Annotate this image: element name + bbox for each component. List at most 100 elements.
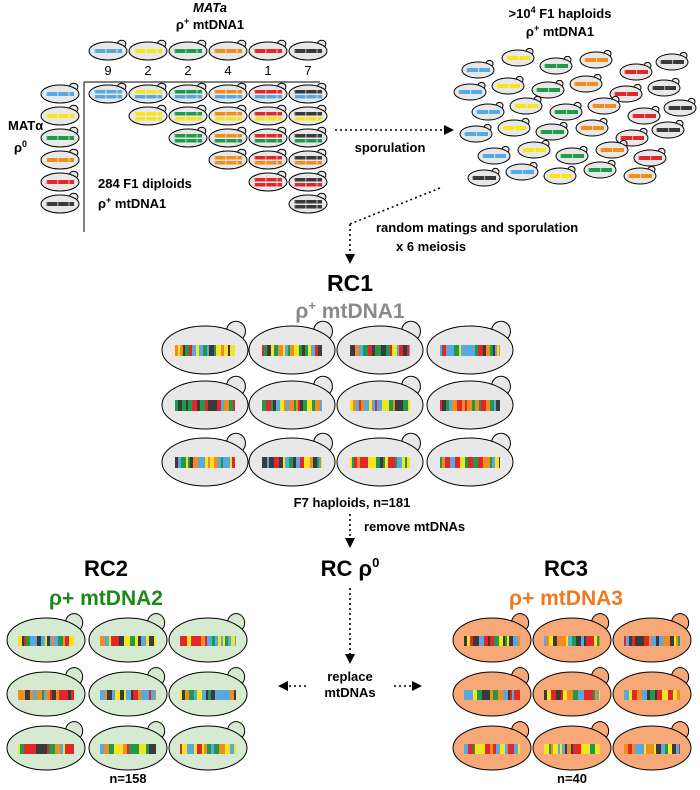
f1-haploid-cell — [491, 75, 525, 95]
f1-haploid-cell — [543, 165, 577, 185]
f1-haploid-cell — [587, 95, 621, 115]
haploids-genotype: ρ+ mtDNA1 — [526, 23, 594, 39]
rc3-cell — [452, 613, 532, 663]
diploid-cell — [168, 82, 208, 104]
f1-haploid-cell — [619, 61, 653, 81]
f1-haploid-cell — [477, 145, 511, 165]
diploid-cell — [88, 82, 128, 104]
diploids-label: 284 F1 diploids — [98, 176, 192, 191]
column-count: 9 — [104, 63, 111, 78]
f1-haploid-cell — [555, 145, 589, 165]
rc3-cell — [612, 667, 692, 717]
diploid-cell — [208, 82, 248, 104]
rc1-cell — [336, 432, 424, 487]
rc1-cell — [161, 432, 249, 487]
rc1-caption: F7 haploids, n=181 — [294, 495, 411, 510]
rc1-cell — [161, 375, 249, 430]
matalpha-cell-yellow — [40, 104, 80, 126]
diploid-cell — [248, 104, 288, 126]
f1-haploid-cell — [505, 161, 539, 181]
rc2-cell — [168, 667, 248, 717]
rc3-cell — [612, 613, 692, 663]
rc1-cell — [248, 320, 336, 375]
column-count: 7 — [304, 63, 311, 78]
rc3-caption: n=40 — [557, 771, 587, 786]
rc2-cell — [88, 721, 168, 771]
mata-cell-black — [288, 39, 328, 61]
haploids-label: >104 F1 haploids — [509, 5, 612, 21]
f1-haploid-cell — [535, 121, 569, 141]
rc1-cell — [426, 375, 514, 430]
sporulation-label: sporulation — [355, 140, 426, 155]
rc2-cell — [6, 721, 86, 771]
mata-cell-green — [168, 39, 208, 61]
f1-haploid-cell — [501, 47, 535, 67]
f1-haploid-cell — [471, 101, 505, 121]
f1-haploid-cell — [459, 123, 493, 143]
rc1-cell — [248, 432, 336, 487]
f1-haploid-cell — [549, 101, 583, 121]
f1-haploid-cell — [517, 139, 551, 159]
rc1-cell — [426, 432, 514, 487]
rc1-title: RC1 — [327, 270, 373, 296]
rc3-title: RC3 — [544, 556, 588, 581]
replace-label-2: mtDNAs — [324, 685, 375, 700]
diploid-cell — [208, 104, 248, 126]
f1-haploid-cell — [651, 119, 685, 139]
rc2-cell — [168, 613, 248, 663]
f1-haploid-cell — [655, 51, 689, 71]
rc1-cell — [248, 375, 336, 430]
matalpha-genotype: ρ0 — [14, 139, 27, 155]
matalpha-cell-blue — [40, 82, 80, 104]
f1-haploid-cell — [531, 79, 565, 99]
diploid-cell — [128, 104, 168, 126]
diploid-cell — [288, 192, 328, 214]
f1-haploid-cell — [497, 117, 531, 137]
f1-haploid-cell — [509, 95, 543, 115]
diploid-cell — [248, 170, 288, 192]
rc1-subtitle: ρ+ mtDNA1 — [295, 298, 405, 323]
random-label-1: random matings and sporulation — [376, 220, 578, 235]
diploid-cell — [248, 126, 288, 148]
diploid-cell — [248, 82, 288, 104]
f1-haploid-cell — [627, 105, 661, 125]
f1-haploid-cell — [461, 59, 495, 79]
diploid-cell — [208, 126, 248, 148]
f1-haploid-cell — [569, 73, 603, 93]
remove-label: remove mtDNAs — [364, 519, 465, 534]
rc2-cell — [168, 721, 248, 771]
rc2-cell — [88, 613, 168, 663]
rc2-caption: n=158 — [109, 771, 146, 786]
rc1-cell — [161, 320, 249, 375]
rc2-cell — [88, 667, 168, 717]
f1-haploid-cell — [579, 49, 613, 69]
diploid-cell — [288, 148, 328, 170]
replace-label-1: replace — [327, 669, 373, 684]
diploid-cell — [168, 104, 208, 126]
f1-haploid-cell — [623, 165, 657, 185]
random-label-2: x 6 meiosis — [396, 239, 466, 254]
matalpha-label: MATα — [8, 118, 43, 133]
diploid-cell — [128, 82, 168, 104]
mata-cell-blue — [88, 39, 128, 61]
diploids-genotype: ρ+ mtDNA1 — [98, 195, 166, 211]
mata-genotype: ρ+ mtDNA1 — [176, 16, 244, 32]
rc1-cell — [426, 320, 514, 375]
column-count: 2 — [144, 63, 151, 78]
matalpha-cell-black — [40, 192, 80, 214]
rc1-cell — [336, 320, 424, 375]
matalpha-cell-green — [40, 126, 80, 148]
diploid-cell — [208, 148, 248, 170]
column-count: 4 — [224, 63, 231, 78]
rc3-cell — [452, 721, 532, 771]
diploid-cell — [288, 104, 328, 126]
f1-haploid-cell — [539, 55, 573, 75]
mata-cell-yellow — [128, 39, 168, 61]
f1-haploid-cell — [595, 139, 629, 159]
rc3-cell — [452, 667, 532, 717]
random-arrow-diagonal — [349, 187, 441, 225]
f1-haploid-cell — [647, 77, 681, 97]
